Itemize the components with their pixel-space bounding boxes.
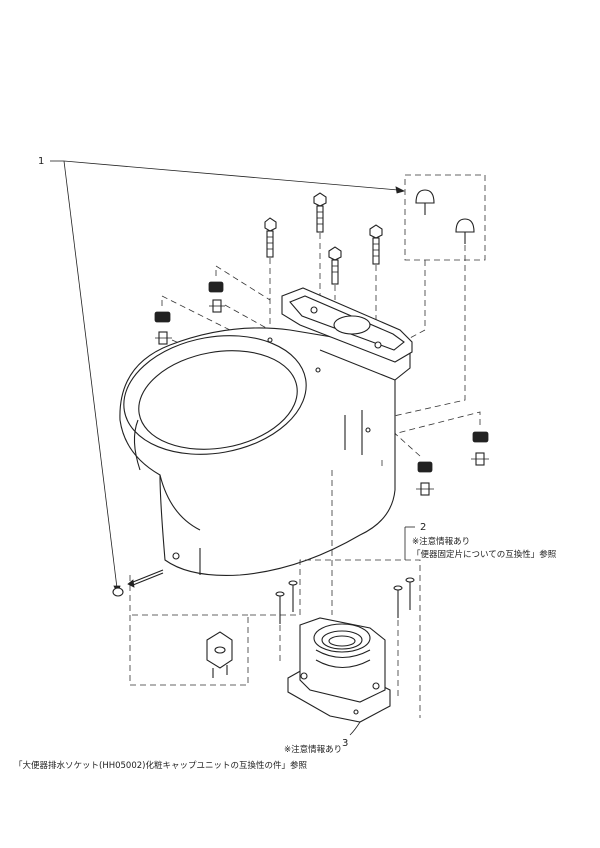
callout-2-note-ref: 「便器固定片についての互換性」参照	[412, 549, 557, 560]
anchor-bolt-icon	[328, 246, 342, 285]
callout-2-note-marker: ※注意情報あり	[412, 536, 470, 547]
callout-3: 3 ※注意情報あり 「大便器排水ソケット(HH05002)化粧キャップユニットの…	[14, 721, 361, 771]
callout-number-2: 2	[420, 522, 426, 533]
drain-socket-icon	[287, 617, 391, 723]
fixing-nut-icon	[416, 461, 434, 496]
fixing-nut-icon	[208, 281, 225, 313]
bolt-cap-icon	[415, 189, 435, 215]
screw-icon	[393, 585, 403, 618]
callout-number-3: 3	[342, 738, 348, 749]
cap-group-box	[404, 174, 486, 261]
anchor-bolt-icon	[369, 224, 383, 265]
socket-group-box	[129, 559, 421, 718]
screw-icon	[405, 577, 415, 610]
fixing-nut-icon	[154, 311, 172, 345]
fixing-bracket-icon	[206, 631, 233, 678]
fixing-nut-icon	[471, 431, 489, 466]
screw-icon	[275, 591, 285, 624]
callout-2: 2 ※注意情報あり 「便器固定片についての互換性」参照	[404, 522, 557, 560]
callout-3-note-marker: ※注意情報あり	[284, 744, 342, 755]
anchor-bolt-icon	[313, 192, 327, 233]
toilet-bowl-icon	[119, 287, 413, 576]
screw-icon	[288, 580, 298, 612]
bolt-cap-icon	[455, 218, 475, 244]
screw-icon	[112, 569, 164, 597]
callout-number-1: 1	[38, 156, 44, 167]
anchor-bolt-icon	[264, 217, 277, 258]
callout-3-note-ref: 「大便器排水ソケット(HH05002)化粧キャップユニットの互換性の件」参照	[14, 760, 307, 771]
